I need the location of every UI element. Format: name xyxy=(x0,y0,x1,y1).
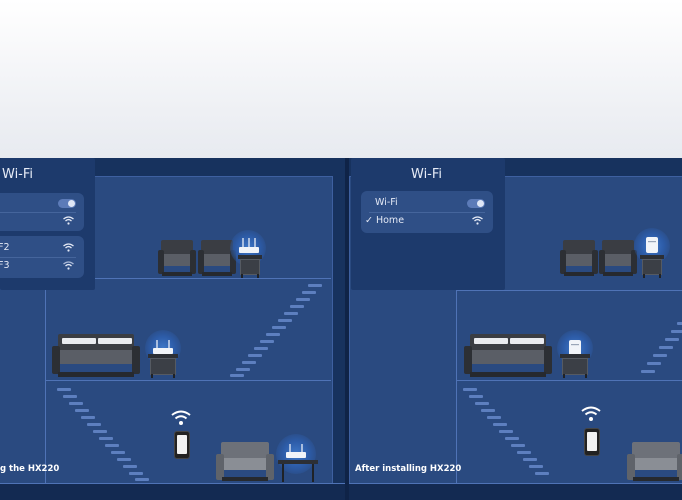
wifi-panel: Wi-Fi F2 F3 xyxy=(0,158,95,290)
floor-line-upper xyxy=(456,290,682,291)
stairs-lower xyxy=(461,386,571,481)
wifi-toggle-row[interactable] xyxy=(0,194,84,212)
nightstand-icon xyxy=(148,354,178,378)
network-list: F2 F3 xyxy=(0,236,84,278)
before-scene: Wi-Fi F2 F3 xyxy=(0,158,345,500)
sofa-icon xyxy=(52,334,140,378)
inner-wall xyxy=(45,278,46,484)
panel-title: Wi-Fi xyxy=(411,167,443,182)
sofa-icon xyxy=(216,442,274,482)
toggle-icon[interactable] xyxy=(467,199,485,208)
floor-line-lower xyxy=(45,380,331,381)
sofa-icon xyxy=(627,442,682,482)
wifi-toggle-group: Wi-Fi ✓ Home xyxy=(361,191,493,233)
nightstand-icon xyxy=(238,255,262,278)
network-item[interactable]: F2 xyxy=(0,239,84,257)
after-scene: Wi-Fi Wi-Fi ✓ Home xyxy=(349,158,682,500)
before-caption: g the HX220 xyxy=(0,464,60,474)
phone-icon xyxy=(584,428,600,456)
stairs-lower xyxy=(55,386,165,481)
extender-icon xyxy=(569,340,581,356)
wifi-icon xyxy=(63,243,74,252)
sofa-icon xyxy=(198,240,236,278)
wifi-icon xyxy=(171,410,191,425)
wifi-icon xyxy=(472,216,483,225)
coffee-table-icon xyxy=(278,460,318,482)
wifi-icon xyxy=(63,261,74,270)
nightstand-icon xyxy=(560,354,590,378)
router-icon xyxy=(286,444,306,458)
current-network-row[interactable] xyxy=(0,212,84,230)
current-network-row[interactable]: ✓ Home xyxy=(361,212,493,230)
nightstand-icon xyxy=(640,255,664,278)
wifi-panel: Wi-Fi Wi-Fi ✓ Home xyxy=(351,158,505,290)
scene-divider xyxy=(345,158,349,500)
stairs-upper xyxy=(629,320,682,380)
toggle-icon[interactable] xyxy=(58,199,76,208)
sofa-icon xyxy=(158,240,196,278)
router-icon xyxy=(153,340,173,354)
network-item[interactable]: F3 xyxy=(0,257,84,275)
wifi-icon xyxy=(581,406,601,421)
sofa-icon xyxy=(464,334,552,378)
home-network-label: ✓ Home xyxy=(365,215,405,226)
phone-icon xyxy=(174,431,190,459)
panel-title: Wi-Fi xyxy=(2,167,34,182)
wifi-toggle-group xyxy=(0,193,84,231)
wifi-toggle-row[interactable]: Wi-Fi xyxy=(361,194,493,212)
router-icon xyxy=(239,238,259,253)
top-background xyxy=(0,0,682,160)
inner-wall xyxy=(456,290,457,484)
sofa-icon xyxy=(599,240,637,278)
floor-line-upper xyxy=(45,278,331,279)
stairs-upper xyxy=(220,282,330,377)
ground-line xyxy=(0,483,345,484)
extender-icon xyxy=(646,237,658,253)
sofa-icon xyxy=(560,240,598,278)
ground-line xyxy=(349,483,682,484)
wifi-icon xyxy=(63,216,74,225)
floor-line-lower xyxy=(456,380,682,381)
after-caption: After installing HX220 xyxy=(355,464,462,474)
